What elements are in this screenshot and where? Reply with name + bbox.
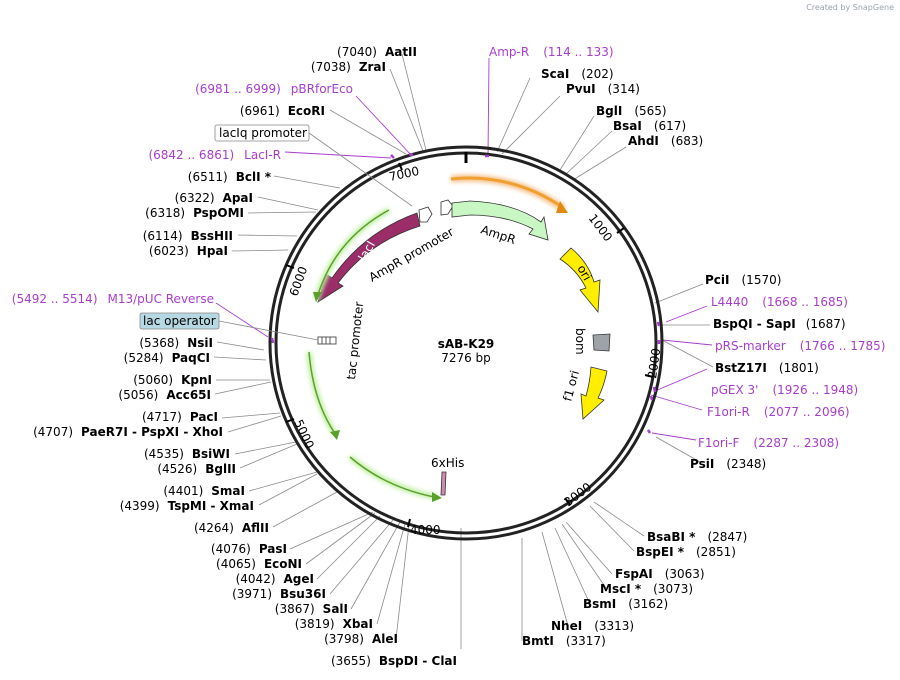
- primer-leaders: [215, 57, 713, 441]
- laci-outline: [316, 209, 390, 299]
- svg-text:(4076)PasI: (4076)PasI: [211, 542, 287, 556]
- svg-text:BsmI(3162): BsmI(3162): [583, 597, 668, 611]
- svg-text:(5492 .. 5514)M13/pUC Reverse: (5492 .. 5514)M13/pUC Reverse: [12, 292, 214, 306]
- svg-text:(4264)AflII: (4264)AflII: [194, 521, 269, 535]
- bom-box: [592, 333, 611, 352]
- svg-text:(4535)BsiWI: (4535)BsiWI: [144, 447, 230, 461]
- svg-text:(3971)Bsu36I: (3971)Bsu36I: [232, 587, 326, 601]
- svg-text:(6322)ApaI: (6322)ApaI: [175, 191, 253, 205]
- svg-text:(6961)EcoRI: (6961)EcoRI: [240, 104, 325, 118]
- svg-text:BspEI *(2851): BspEI *(2851): [636, 545, 736, 559]
- laciq-promoter-arrow: [418, 206, 433, 223]
- feature-label-ori: ori: [574, 263, 594, 284]
- svg-text:(4707)PaeR7I - PspXI - XhoI: (4707)PaeR7I - PspXI - XhoI: [33, 425, 223, 439]
- svg-text:(3867)SalI: (3867)SalI: [275, 602, 348, 616]
- tick-label-5000: 5000: [291, 417, 317, 451]
- svg-text:(4042)AgeI: (4042)AgeI: [236, 572, 314, 586]
- svg-text:(6318)PspOMI: (6318)PspOMI: [145, 206, 244, 220]
- svg-text:(5060)KpnI: (5060)KpnI: [133, 373, 212, 387]
- svg-text:NheI(3313): NheI(3313): [551, 619, 634, 633]
- svg-text:pRS-marker(1766 .. 1785): pRS-marker(1766 .. 1785): [715, 339, 885, 353]
- backbone-outer: [268, 145, 664, 541]
- feature-label-lac-operator: lac operator: [143, 314, 216, 328]
- svg-text:BstZ17I(1801): BstZ17I(1801): [715, 361, 819, 375]
- feature-label-6xhis: 6xHis: [431, 456, 464, 470]
- primer-labels: Amp-R(114 .. 133) (6981 .. 6999)pBRforEc…: [12, 45, 886, 450]
- origin-arc-head: [556, 201, 568, 213]
- svg-text:(5056)Acc65I: (5056)Acc65I: [118, 388, 211, 402]
- lac-operator-leader: [218, 320, 319, 341]
- svg-text:(6023)HpaI: (6023)HpaI: [149, 244, 228, 258]
- svg-text:F1ori-R(2077 .. 2096): F1ori-R(2077 .. 2096): [707, 405, 850, 419]
- svg-text:(7040)AatII: (7040)AatII: [337, 45, 417, 59]
- right-site-labels: ScaI(202) PvuI(314) BglI(565) BsaI(617) …: [522, 67, 846, 648]
- plasmid-size: 7276 bp: [441, 351, 491, 365]
- svg-text:PciI(1570): PciI(1570): [705, 273, 781, 287]
- ampr-arrow: [451, 200, 549, 241]
- svg-text:BsaBI *(2847): BsaBI *(2847): [647, 530, 747, 544]
- laciq-leader: [308, 132, 413, 207]
- svg-text:pGEX 3'(1926 .. 1948): pGEX 3'(1926 .. 1948): [711, 383, 858, 397]
- svg-text:AhdI(683): AhdI(683): [628, 134, 703, 148]
- primer-marks: [270, 152, 661, 434]
- svg-text:(3819)XbaI: (3819)XbaI: [295, 617, 373, 631]
- tick-label-1000: 1000: [586, 211, 616, 244]
- f1-ori-arrow: [580, 366, 608, 420]
- svg-text:(3798)AleI: (3798)AleI: [324, 632, 398, 646]
- ori-arrow: [559, 247, 601, 314]
- feature-label-laciq-promoter: lacIq promoter: [219, 126, 307, 140]
- svg-text:(6511)BclI *: (6511)BclI *: [188, 170, 272, 184]
- feature-label-ampr: AmpR: [479, 223, 517, 247]
- svg-text:BglI(565): BglI(565): [596, 104, 667, 118]
- scale-ticks: [285, 162, 654, 528]
- his-arc-glow: [348, 454, 437, 500]
- svg-text:PsiI(2348): PsiI(2348): [690, 457, 766, 471]
- svg-text:(5284)PaqCI: (5284)PaqCI: [124, 351, 210, 365]
- svg-text:(6114)BssHII: (6114)BssHII: [143, 229, 233, 243]
- tac-arc-head: [330, 430, 340, 440]
- his-arc: [349, 456, 435, 498]
- svg-text:BsaI(617): BsaI(617): [613, 119, 686, 133]
- svg-text:PvuI(314): PvuI(314): [566, 82, 640, 96]
- svg-text:MscI *(3073): MscI *(3073): [600, 582, 693, 596]
- feature-label-bom: bom: [573, 328, 587, 355]
- svg-text:(4717)PacI: (4717)PacI: [142, 410, 218, 424]
- svg-text:ScaI(202): ScaI(202): [541, 67, 614, 81]
- feature-label-tac-promoter: tac promoter: [344, 301, 366, 380]
- ampr-promoter-arrow: [440, 199, 454, 216]
- tac-promoter-mark: [317, 336, 337, 345]
- tick-label-4000: 4000: [410, 523, 441, 537]
- svg-text:(3655)BspDI - ClaI: (3655)BspDI - ClaI: [331, 654, 457, 668]
- svg-text:FspAI(3063): FspAI(3063): [615, 567, 705, 581]
- svg-text:(7038)ZraI: (7038)ZraI: [311, 60, 386, 74]
- svg-text:BmtI(3317): BmtI(3317): [522, 634, 606, 648]
- tick-label-7000: 7000: [388, 164, 421, 184]
- laci-arrow: [317, 212, 421, 303]
- credit-text: Created by SnapGene: [806, 3, 894, 12]
- svg-text:(6981 .. 6999)pBRforEco: (6981 .. 6999)pBRforEco: [195, 82, 353, 96]
- tick-label-2000: 2000: [645, 347, 663, 379]
- his-arc-head: [432, 492, 442, 502]
- svg-text:L4440(1668 .. 1685): L4440(1668 .. 1685): [711, 295, 848, 309]
- left-site-labels: (7040)AatII (7038)ZraI (6961)EcoRI (6511…: [33, 45, 457, 668]
- svg-text:BspQI - SapI(1687): BspQI - SapI(1687): [713, 317, 846, 331]
- plasmid-name: sAB-K29: [438, 337, 495, 351]
- svg-text:(5368)NsiI: (5368)NsiI: [139, 336, 213, 350]
- feature-label-f1-ori: f1 ori: [560, 369, 582, 403]
- his-tag-mark: [440, 471, 447, 496]
- origin-arc: [450, 176, 563, 209]
- svg-text:F1ori-F(2287 .. 2308): F1ori-F(2287 .. 2308): [698, 436, 839, 450]
- tac-arc: [308, 351, 335, 433]
- laci-outline-head: [313, 292, 322, 302]
- svg-text:Amp-R(114 .. 133): Amp-R(114 .. 133): [489, 45, 614, 59]
- svg-text:(4401)SmaI: (4401)SmaI: [163, 484, 245, 498]
- svg-text:(4065)EcoNI: (4065)EcoNI: [216, 557, 302, 571]
- svg-text:(4526)BglII: (4526)BglII: [157, 462, 236, 476]
- svg-text:(4399)TspMI - XmaI: (4399)TspMI - XmaI: [120, 499, 254, 513]
- leader-lines: [213, 53, 714, 649]
- tac-arc-glow: [306, 351, 338, 436]
- svg-text:(6842 .. 6861)LacI-R: (6842 .. 6861)LacI-R: [148, 148, 281, 162]
